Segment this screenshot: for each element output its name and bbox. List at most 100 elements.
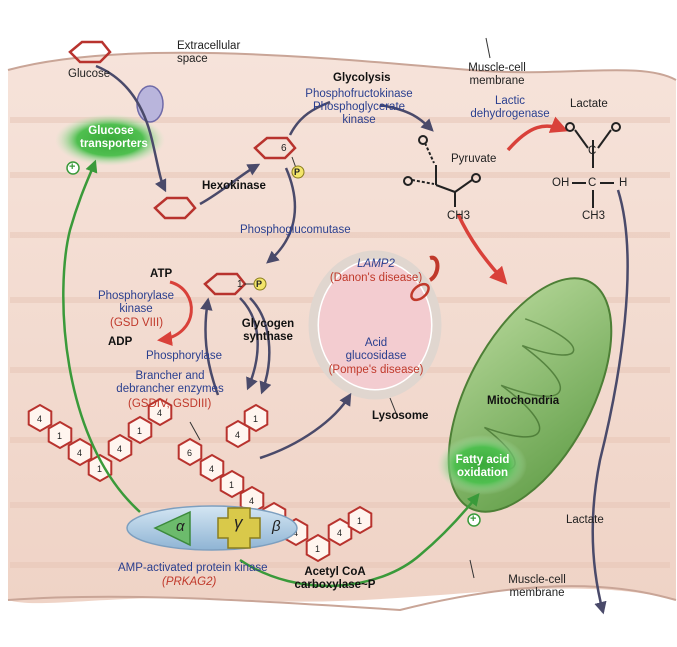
glycogen-synthase-arrow-1 — [239, 297, 259, 391]
gamma-label: γ — [234, 513, 243, 532]
atp-adp-arrow — [157, 280, 193, 346]
pyruvate-to-mito-arrow — [456, 213, 508, 285]
alpha-label: α — [176, 518, 185, 535]
glycogen-link-number: 1 — [137, 426, 142, 436]
adp-label: ADP — [108, 336, 133, 348]
glucose-ring — [68, 40, 112, 64]
glycogen-link-number: 4 — [157, 408, 162, 418]
lactate-oh-label: OH — [552, 177, 570, 189]
lactate-bottom-label: Lactate — [566, 514, 604, 526]
pompe-disease-label: (Pompe's disease) — [328, 364, 424, 376]
plus-circle-bottom — [467, 513, 481, 527]
lamp2-protein — [428, 255, 440, 282]
g6p-phosphate-label: P — [294, 167, 301, 177]
g6p-carbon-label: 6 — [281, 143, 287, 154]
glycogen-link-number: 4 — [37, 414, 42, 424]
glucose-transporters-glow — [55, 114, 165, 166]
lactate-h-label: H — [619, 177, 628, 189]
glycogen-link-number: 1 — [57, 431, 62, 441]
glycolysis-arrow-up — [288, 100, 331, 136]
lysosome-label: Lysosome — [372, 410, 429, 422]
transporter-channel — [136, 85, 164, 123]
glucose-6p-ring — [253, 136, 297, 160]
glycogen-glucose-unit — [243, 403, 269, 433]
ampk-label: AMP-activated protein kinase — [118, 562, 268, 574]
g1p-phosphate-label: P — [256, 279, 263, 289]
hexokinase-arrow — [199, 163, 261, 206]
ampk-to-fatty-acid-arrow — [239, 493, 480, 588]
glucose-label: Glucose — [68, 68, 111, 80]
phosphate-circle-g1p — [253, 277, 267, 291]
g1p-carbon-label: 1 — [237, 279, 243, 290]
glycogen-glucose-unit — [199, 453, 225, 483]
plus-bottom-label: + — [470, 513, 477, 525]
mitochondria-label: Mitochondria — [487, 395, 560, 407]
glycogen-glucose-unit — [27, 403, 53, 433]
glycogen-link-number: 1 — [315, 544, 320, 554]
pyruvate-ch3-label: CH3 — [447, 210, 471, 222]
ampk-to-transporters-arrow — [62, 159, 141, 513]
hexokinase-label: Hexokinase — [202, 180, 266, 192]
glycogen-glucose-unit — [107, 433, 133, 463]
phosphoglucomutase-arrow — [266, 167, 297, 264]
lactate-structure — [572, 129, 614, 208]
fatty-acid-oxidation-glow — [437, 435, 527, 495]
lamp2-label: LAMP2 — [357, 258, 395, 270]
glycogen-glucose-unit — [219, 469, 245, 499]
glycolysis-label: Glycolysis — [333, 72, 391, 84]
glycogen-glucose-unit — [127, 415, 153, 445]
glycogen-link-number: 1 — [253, 414, 258, 424]
pyruvate-structure — [435, 165, 473, 207]
cell-membrane-top — [7, 51, 677, 81]
pyruvate-label: Pyruvate — [451, 153, 497, 165]
lactic-dehydrogenase-arrow — [506, 116, 569, 152]
glycogen-link-number: 4 — [337, 528, 342, 538]
glycogen-synthase-arrow-2 — [249, 297, 272, 395]
beta-label: β — [272, 518, 281, 535]
glycogen-glucose-unit — [347, 505, 373, 535]
atp-label: ATP — [150, 268, 173, 280]
gsd-viii-label: (GSD VIII) — [110, 317, 164, 329]
glycogen-link-number: 4 — [77, 448, 82, 458]
phosphorylase-arrow — [200, 297, 220, 396]
danon-disease-label: (Danon's disease) — [329, 272, 423, 284]
gsd-iv-iii-label: (GSDIV, GSDIII) — [128, 398, 212, 410]
ampk-alpha-subunit — [153, 510, 191, 547]
plus-top-label: + — [69, 161, 76, 173]
glycogen-link-number: 6 — [187, 448, 192, 458]
prkag2-label: (PRKAG2) — [162, 576, 217, 588]
glucose-entry-arrow — [95, 64, 167, 193]
glycolysis-arrow-right — [379, 103, 434, 132]
glycogen-glucose-unit — [87, 453, 113, 483]
phosphorylase-label: Phosphorylase — [146, 350, 223, 362]
glycogen-glucose-unit — [305, 533, 331, 563]
glucose-inside-ring — [153, 196, 197, 220]
ampk-complex — [126, 505, 298, 551]
glycogen-link-number: 1 — [97, 464, 102, 474]
lysosome-lumen — [319, 261, 431, 389]
glycogen-link-number: 4 — [235, 430, 240, 440]
glycogen-link-number: 1 — [357, 516, 362, 526]
glycogen-link-number: 4 — [209, 464, 214, 474]
cell-membrane-bottom — [7, 585, 677, 612]
lactate-c-lower: C — [588, 177, 597, 189]
glycogen-glucose-unit — [147, 397, 173, 427]
glycogen-link-number: 4 — [117, 444, 122, 454]
glycogen-to-lysosome-arrow — [259, 392, 352, 460]
lactate-ch3-label: CH3 — [582, 210, 606, 222]
plus-circle-top — [66, 161, 80, 175]
phosphoglucomutase-label: Phosphoglucomutase — [240, 224, 351, 236]
ampk-gamma-subunit — [217, 507, 261, 549]
